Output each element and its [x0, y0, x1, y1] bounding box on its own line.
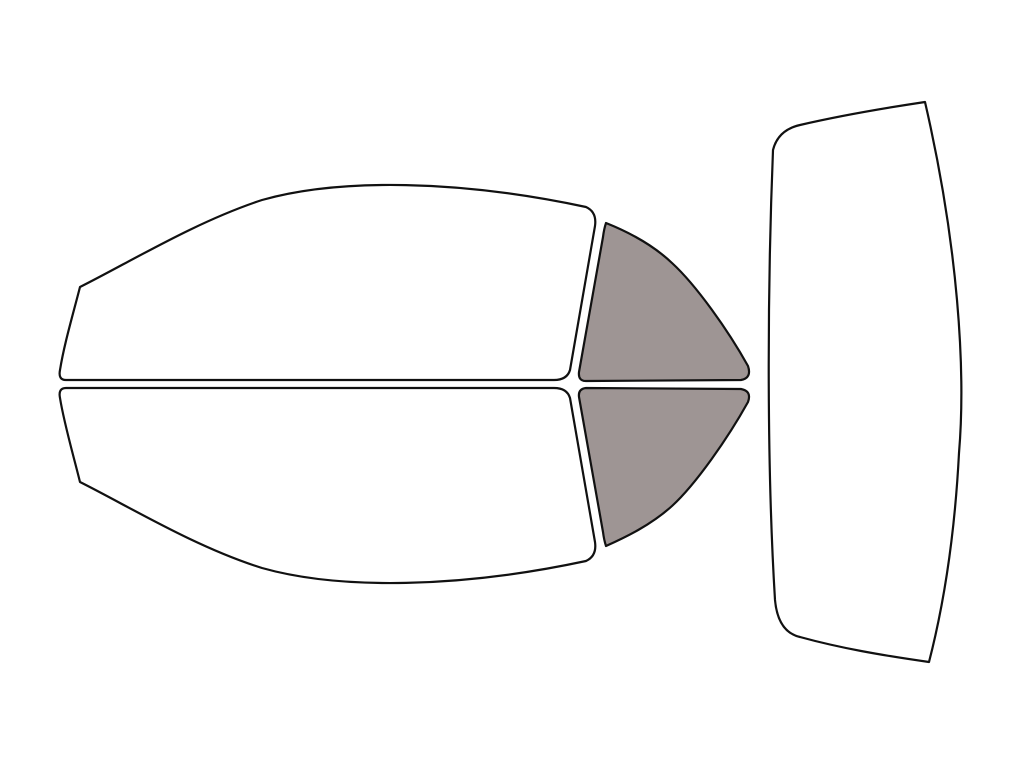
rear-right-quarter-window	[577, 386, 751, 548]
front-left-door-window	[58, 183, 597, 382]
rear-windshield	[767, 100, 963, 664]
front-right-door-window	[58, 386, 597, 585]
rear-left-quarter-window	[577, 221, 751, 383]
